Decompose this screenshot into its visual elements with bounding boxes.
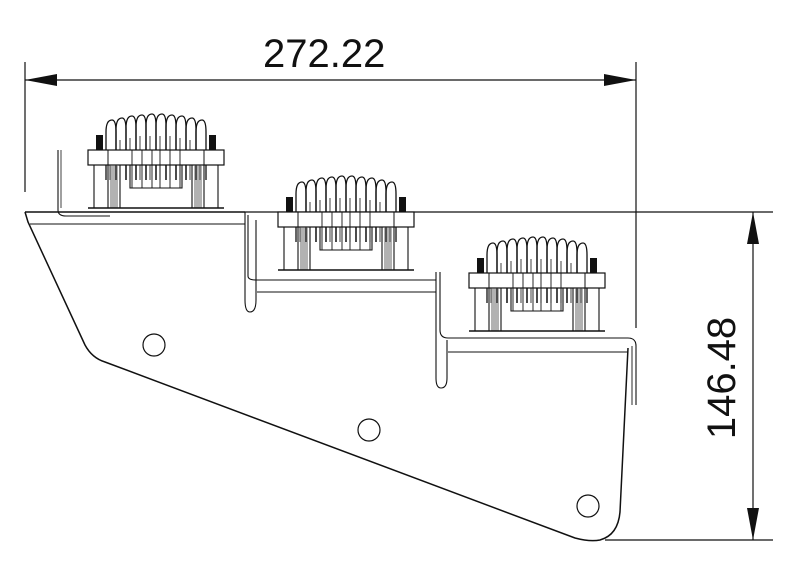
heatsink-module-1: [87, 113, 225, 209]
bracket-body: [24, 150, 637, 542]
height-dimension-label: 146.48: [700, 316, 744, 440]
heatsink-module-3: [468, 236, 606, 332]
width-dimension-label: 272.22: [263, 32, 386, 76]
mounting-hole-3: [576, 494, 600, 518]
mounting-hole-1: [142, 333, 166, 357]
heatsink-module-2: [277, 175, 415, 271]
mounting-hole-2: [357, 418, 381, 442]
width-dimension: [24, 62, 637, 328]
height-dimension: [245, 211, 773, 541]
